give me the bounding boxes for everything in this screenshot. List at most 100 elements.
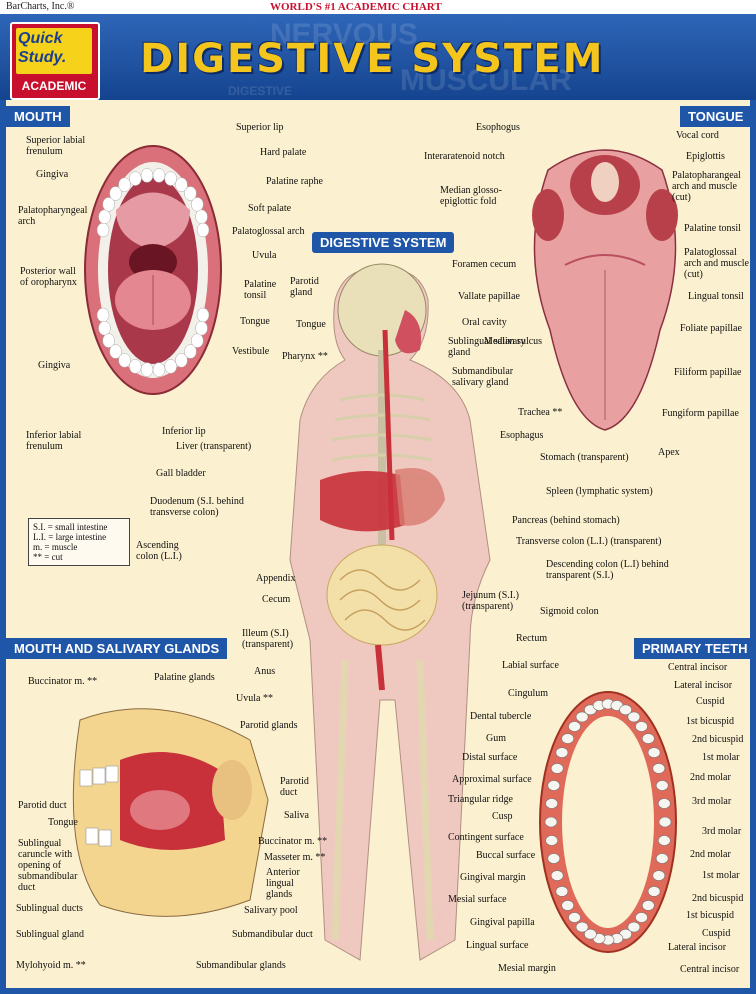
- label-vestibule: Vestibule: [232, 346, 270, 357]
- label-inferior-lip: Inferior lip: [162, 426, 206, 437]
- tooth: [647, 886, 661, 897]
- label-appendix: Appendix: [256, 573, 296, 584]
- legend-m: m. = muscle: [33, 542, 78, 552]
- tooth: [545, 798, 559, 809]
- label-palatopharangeal: Palatopharangeal arch and muscle (cut): [672, 170, 741, 203]
- tooth: [657, 798, 671, 809]
- label-sublingual-gland: Sublingual gland: [16, 929, 85, 940]
- logo-quick: Quick: [18, 30, 63, 47]
- tooth: [575, 711, 589, 723]
- label-gum: Gum: [486, 733, 506, 744]
- publisher-name: BarCharts, Inc.®: [6, 1, 75, 12]
- label-liver: Liver (transparent): [176, 441, 252, 452]
- label-cuspid-bottom: Cuspid: [702, 928, 731, 939]
- label-sal-uvula: Uvula **: [236, 693, 273, 704]
- tooth: [657, 835, 671, 846]
- label-sal-tongue: Tongue: [48, 817, 78, 828]
- lower-tooth: [175, 353, 188, 368]
- label-molar2-top: 2nd molar: [690, 772, 731, 783]
- label-gingival-margin: Gingival margin: [460, 872, 526, 883]
- tooth: [655, 780, 669, 791]
- tooth: [544, 816, 558, 828]
- section-tongue: TONGUE: [680, 106, 752, 127]
- label-gingival-papilla: Gingival papilla: [470, 917, 535, 928]
- tooth: [584, 928, 597, 940]
- tooth: [561, 900, 575, 911]
- label-mesial-surface: Mesial surface: [448, 894, 507, 905]
- mouth-illustration: [84, 145, 222, 395]
- label-cecum: Cecum: [262, 594, 291, 605]
- quickstudy-logo: Quick Study. ACADEMIC: [10, 22, 100, 100]
- label-inferior-labial-frenulum: Inferior labial frenulum: [26, 430, 82, 452]
- label-labial-surface: Labial surface: [502, 660, 559, 671]
- tooth: [550, 870, 564, 881]
- tooth: [641, 900, 655, 911]
- label-distal-surface: Distal surface: [462, 752, 518, 763]
- upper-tooth: [140, 168, 154, 183]
- label-central-incisor-bottom: Central incisor: [680, 964, 740, 975]
- label-median-sulcus: Median sulcus: [484, 336, 543, 347]
- label-lingual-surface: Lingual surface: [466, 940, 529, 951]
- label-bicuspid2-bottom: 2nd bicuspid: [692, 893, 744, 904]
- label-parotid-duct-right: Parotid duct: [280, 776, 309, 798]
- label-gingiva-top: Gingiva: [36, 169, 69, 180]
- label-rectum: Rectum: [516, 633, 548, 644]
- label-hard-palate: Hard palate: [260, 147, 307, 158]
- tooth: [561, 733, 575, 744]
- section-mouth: MOUTH: [6, 106, 70, 127]
- label-bicuspid1-top: 1st bicuspid: [686, 716, 735, 727]
- label-ileum: Illeum (S.I) (transparent): [242, 628, 294, 650]
- tooth: [547, 780, 561, 791]
- legend-si: S.I. = small intestine: [33, 522, 108, 532]
- lower-tooth: [164, 359, 177, 374]
- label-spleen: Spleen (lymphatic system): [546, 486, 653, 497]
- label-tongue-palatine-tonsil: Palatine tonsil: [684, 223, 741, 234]
- ghost-word-2: NERVOUS: [270, 18, 418, 51]
- label-buccal-surface: Buccal surface: [476, 850, 536, 861]
- upper-tooth: [195, 209, 208, 225]
- label-molar3-top: 3rd molar: [692, 796, 732, 807]
- tooth: [568, 721, 581, 732]
- label-interaratenoid-notch: Interaratenoid notch: [424, 151, 505, 162]
- label-bicuspid2-top: 2nd bicuspid: [692, 734, 744, 745]
- label-buccinator-top: Buccinator m. **: [28, 676, 98, 687]
- label-molar3-bottom: 3rd molar: [702, 826, 742, 837]
- label-submandibular: Submandibular salivary gland: [452, 366, 514, 388]
- section-salivary: MOUTH AND SALIVARY GLANDS: [6, 638, 228, 659]
- lower-tooth: [195, 320, 208, 336]
- label-palatine-raphe: Palatine raphe: [266, 176, 323, 187]
- label-molar1-bottom: 1st molar: [702, 870, 740, 881]
- upper-tooth: [184, 186, 197, 201]
- label-cuspid-top: Cuspid: [696, 696, 725, 707]
- label-foramen-cecum: Foramen cecum: [452, 259, 517, 270]
- label-parotid-duct-left: Parotid duct: [18, 800, 67, 811]
- label-descending-colon: Descending colon (L.I) behind transparen…: [546, 559, 669, 581]
- label-cusp: Cusp: [492, 811, 513, 822]
- lower-tooth: [129, 359, 142, 374]
- label-palatine-glands: Palatine glands: [154, 672, 215, 683]
- label-palatopharyngeal-arch: Palatopharyngeal arch: [18, 205, 88, 227]
- label-esophogus: Esophogus: [476, 122, 520, 133]
- tooth: [627, 711, 641, 723]
- salivary-illustration: [72, 708, 269, 917]
- tooth: [627, 921, 641, 933]
- tongue-illustration: [532, 149, 678, 431]
- tooth: [555, 747, 569, 758]
- page-title: DIGESTIVE SYSTEM: [140, 36, 605, 82]
- lower-tooth: [96, 307, 110, 323]
- tooth: [647, 747, 661, 758]
- label-gall-bladder: Gall bladder: [156, 468, 206, 479]
- label-transverse-colon: Transverse colon (L.I.) (transparent): [516, 536, 662, 547]
- label-mylohyoid: Mylohyoid m. **: [16, 960, 86, 971]
- tooth: [575, 921, 589, 933]
- label-uvula: Uvula: [252, 250, 277, 261]
- label-parotid-gland: Parotid gland: [290, 276, 319, 298]
- label-triangular-ridge: Triangular ridge: [448, 794, 513, 805]
- label-saliva: Saliva: [284, 810, 309, 821]
- label-sublingual-ducts: Sublingual ducts: [16, 903, 83, 914]
- label-submandibular-duct: Submandibular duct: [232, 929, 313, 940]
- label-fungiform-papillae: Fungiform papillae: [662, 408, 739, 419]
- tooth: [547, 853, 561, 864]
